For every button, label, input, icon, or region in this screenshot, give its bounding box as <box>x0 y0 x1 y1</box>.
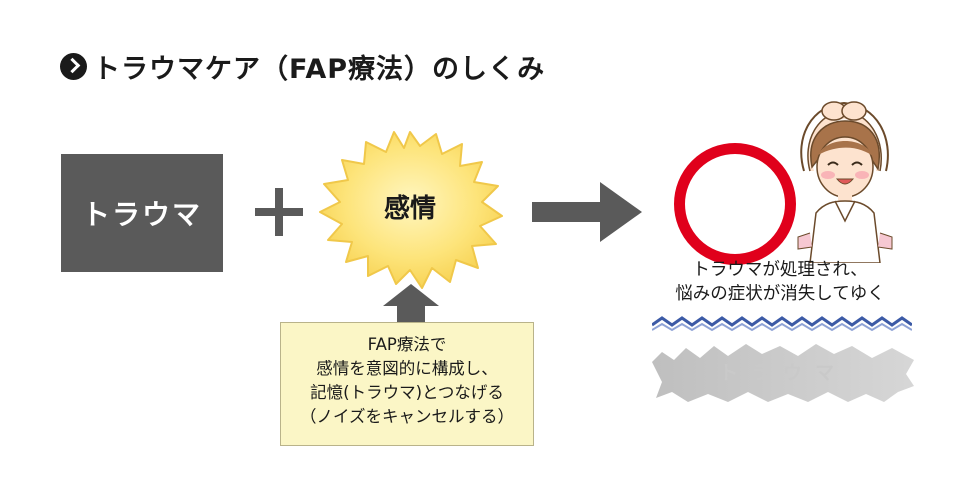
circle-ok-icon <box>674 143 796 265</box>
note-line: 記憶(トラウマ)とつなげる <box>310 383 504 402</box>
page-title: トラウマケア（FAP療法）のしくみ <box>60 46 545 86</box>
result-line: トラウマが処理され、 <box>692 260 868 280</box>
fap-note-box: FAP療法で 感情を意図的に構成し、 記憶(トラウマ)とつなげる （ノイズをキャ… <box>280 322 534 446</box>
result-line: 悩みの症状が消失してゆく <box>675 284 885 304</box>
note-line: FAP療法で <box>367 335 447 354</box>
result-text: トラウマが処理され、 悩みの症状が消失してゆく <box>640 258 920 306</box>
plus-icon <box>255 188 303 236</box>
wave-line <box>652 316 912 332</box>
title-text: トラウマケア（FAP療法）のしくみ <box>93 53 546 85</box>
emotion-label: 感情 <box>383 194 436 224</box>
note-line: （ノイズをキャンセルする） <box>299 407 514 426</box>
trauma-box-label: トラウマ <box>81 198 202 231</box>
trauma-box: トラウマ <box>61 154 223 272</box>
faded-trauma-label: トラウマ <box>718 362 847 384</box>
girl-illustration <box>797 101 893 263</box>
faded-trauma-shape <box>652 344 914 402</box>
chevron-right-circle-icon <box>60 52 87 80</box>
emotion-cloud <box>319 131 503 289</box>
up-arrow-icon <box>383 284 439 334</box>
note-line: 感情を意図的に構成し、 <box>316 359 498 378</box>
right-arrow-icon <box>532 182 642 242</box>
